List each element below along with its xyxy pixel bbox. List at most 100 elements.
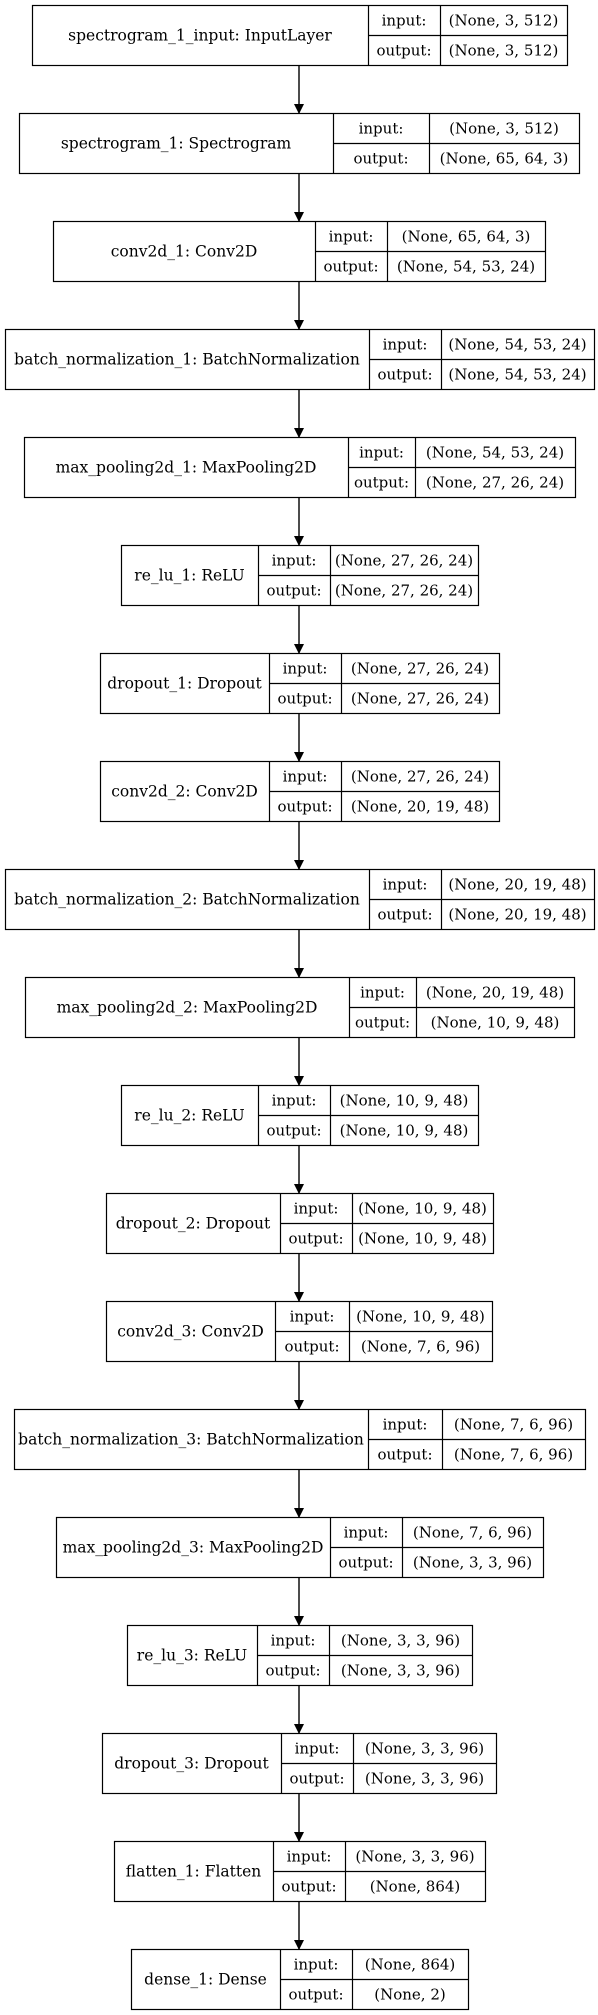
input-label: input: <box>359 120 404 138</box>
input-shape: (None, 7, 6, 96) <box>413 1524 532 1542</box>
layer-node: spectrogram_1: Spectrogram input: output: (… <box>18 112 581 175</box>
input-label: input: <box>294 1200 339 1218</box>
output-shape: (None, 54, 53, 24) <box>397 258 535 276</box>
input-shape: (None, 27, 26, 24) <box>335 552 473 570</box>
input-shape: (None, 65, 64, 3) <box>402 228 531 246</box>
input-shape: (None, 7, 6, 96) <box>454 1416 573 1434</box>
input-label: input: <box>383 336 428 354</box>
input-label: input: <box>344 1524 389 1542</box>
layer-name: batch_normalization_1: BatchNormalizatio… <box>14 351 360 369</box>
output-label: output: <box>288 1230 343 1248</box>
input-label: input: <box>382 12 427 30</box>
output-label: output: <box>277 798 332 816</box>
input-shape: (None, 3, 512) <box>449 12 559 30</box>
output-label: output: <box>323 258 378 276</box>
input-shape: (None, 864) <box>365 1956 456 1974</box>
output-label: output: <box>377 366 432 384</box>
output-shape: (None, 3, 3, 96) <box>341 1662 460 1680</box>
output-shape: (None, 3, 3, 96) <box>413 1554 532 1572</box>
layer-name: conv2d_3: Conv2D <box>117 1323 264 1341</box>
input-label: input: <box>283 768 328 786</box>
output-label: output: <box>284 1338 339 1356</box>
layer-name: max_pooling2d_2: MaxPooling2D <box>57 999 318 1017</box>
layer-name: spectrogram_1: Spectrogram <box>61 135 292 153</box>
output-shape: (None, 7, 6, 96) <box>361 1338 480 1356</box>
input-label: input: <box>359 444 404 462</box>
output-shape: (None, 10, 9, 48) <box>358 1230 487 1248</box>
layer-name: max_pooling2d_3: MaxPooling2D <box>63 1539 324 1557</box>
input-label: input: <box>329 228 374 246</box>
input-label: input: <box>295 1740 340 1758</box>
output-shape: (None, 10, 9, 48) <box>431 1014 560 1032</box>
input-shape: (None, 10, 9, 48) <box>340 1092 469 1110</box>
input-shape: (None, 10, 9, 48) <box>356 1308 485 1326</box>
input-shape: (None, 3, 3, 96) <box>355 1848 474 1866</box>
layer-node: spectrogram_1_input: InputLayer input: out… <box>31 4 569 67</box>
output-shape: (None, 3, 512) <box>449 42 559 60</box>
output-shape: (None, 10, 9, 48) <box>340 1122 469 1140</box>
layer-node: max_pooling2d_3: MaxPooling2D input: outpu… <box>55 1516 545 1579</box>
output-label: output: <box>266 1122 321 1140</box>
layer-name: dropout_3: Dropout <box>114 1755 269 1773</box>
output-shape: (None, 3, 3, 96) <box>365 1770 484 1788</box>
input-shape: (None, 27, 26, 24) <box>351 768 489 786</box>
output-shape: (None, 27, 26, 24) <box>351 690 489 708</box>
layer-name: dense_1: Dense <box>144 1971 267 1989</box>
input-label: input: <box>287 1848 332 1866</box>
layer-node: flatten_1: Flatten input: output: (None, 3,… <box>113 1840 487 1903</box>
input-label: input: <box>383 876 428 894</box>
input-label: input: <box>360 984 405 1002</box>
output-shape: (None, 7, 6, 96) <box>454 1446 573 1464</box>
layer-name: dropout_2: Dropout <box>116 1215 271 1233</box>
layer-name: batch_normalization_3: BatchNormalizatio… <box>18 1431 364 1449</box>
output-shape: (None, 2) <box>374 1986 445 2004</box>
layer-name: max_pooling2d_1: MaxPooling2D <box>56 459 317 477</box>
output-label: output: <box>377 1446 432 1464</box>
input-label: input: <box>383 1416 428 1434</box>
layer-name: flatten_1: Flatten <box>126 1863 262 1881</box>
layer-node: max_pooling2d_2: MaxPooling2D input: outpu… <box>24 976 576 1039</box>
output-shape: (None, 20, 19, 48) <box>448 906 586 924</box>
layer-node: dropout_2: Dropout input: output: (None, 10… <box>105 1192 495 1255</box>
input-shape: (None, 3, 3, 96) <box>365 1740 484 1758</box>
layer-nodes: spectrogram_1_input: InputLayer input: out… <box>4 4 596 2011</box>
output-label: output: <box>353 150 408 168</box>
layer-node: batch_normalization_1: BatchNormalizatio… <box>4 328 596 391</box>
output-shape: (None, 27, 26, 24) <box>335 582 473 600</box>
input-label: input: <box>271 1632 316 1650</box>
output-label: output: <box>338 1554 393 1572</box>
layer-name: spectrogram_1_input: InputLayer <box>68 27 332 45</box>
input-label: input: <box>272 552 317 570</box>
input-shape: (None, 10, 9, 48) <box>358 1200 487 1218</box>
output-label: output: <box>288 1986 343 2004</box>
input-shape: (None, 27, 26, 24) <box>351 660 489 678</box>
output-label: output: <box>289 1770 344 1788</box>
layer-node: max_pooling2d_1: MaxPooling2D input: outpu… <box>23 436 577 499</box>
input-shape: (None, 20, 19, 48) <box>448 876 586 894</box>
output-label: output: <box>355 1014 410 1032</box>
output-label: output: <box>266 582 321 600</box>
layer-name: conv2d_1: Conv2D <box>111 243 258 261</box>
output-label: output: <box>354 474 409 492</box>
input-shape: (None, 20, 19, 48) <box>426 984 564 1002</box>
output-label: output: <box>281 1878 336 1896</box>
layer-name: re_lu_2: ReLU <box>134 1107 244 1125</box>
output-shape: (None, 864) <box>370 1878 461 1896</box>
layer-name: batch_normalization_2: BatchNormalizatio… <box>14 891 360 909</box>
output-shape: (None, 65, 64, 3) <box>440 150 569 168</box>
input-shape: (None, 3, 3, 96) <box>341 1632 460 1650</box>
layer-node: conv2d_2: Conv2D input: output: (None, 27, … <box>99 760 501 823</box>
input-label: input: <box>283 660 328 678</box>
output-label: output: <box>376 42 431 60</box>
output-shape: (None, 27, 26, 24) <box>426 474 564 492</box>
layer-node: conv2d_1: Conv2D input: output: (None, 65, … <box>52 220 547 283</box>
layer-name: conv2d_2: Conv2D <box>111 783 258 801</box>
output-shape: (None, 20, 19, 48) <box>351 798 489 816</box>
layer-node: batch_normalization_2: BatchNormalizatio… <box>4 868 596 931</box>
